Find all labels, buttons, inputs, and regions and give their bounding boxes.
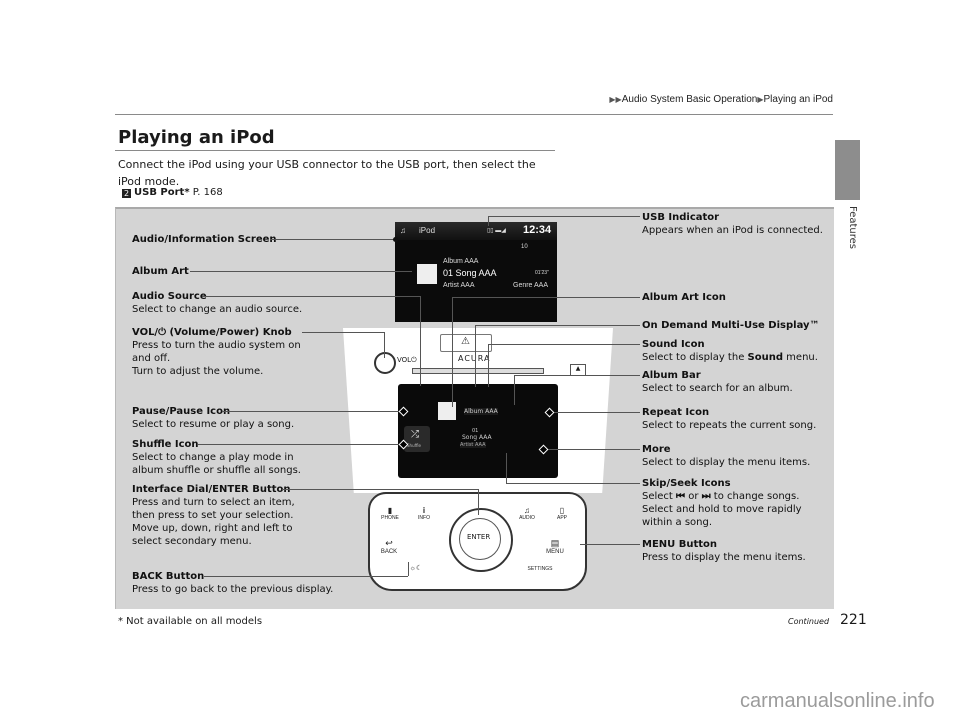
- skip-forward-icon: ⏭: [701, 491, 711, 502]
- back-button[interactable]: ↩BACK: [374, 538, 404, 555]
- settings-button[interactable]: SETTINGS: [527, 566, 553, 572]
- header-divider: [115, 114, 833, 115]
- volume-power-knob[interactable]: [374, 352, 396, 374]
- app-icon: ▯: [559, 506, 565, 515]
- music-icon: ♫: [524, 506, 530, 515]
- menu-icon: ▤: [550, 538, 560, 548]
- chapter-tab: [835, 140, 860, 200]
- label-album-art-icon: Album Art Icon: [642, 292, 726, 303]
- music-note-icon: ♫: [400, 226, 406, 235]
- disc-slot: [412, 368, 544, 374]
- intro-text: Connect the iPod using your USB connecto…: [118, 158, 536, 188]
- page-number: 221: [840, 612, 867, 628]
- breadcrumb-separator-icon: ▶: [757, 95, 764, 104]
- screen-album: Album AAA: [443, 258, 479, 265]
- odmd-song: Song AAA: [462, 434, 492, 441]
- watermark: carmanualsonline.info: [740, 690, 935, 712]
- screen-genre: Genre AAA: [513, 282, 549, 289]
- page-title: Playing an iPod: [118, 127, 275, 148]
- enter-button[interactable]: ENTER: [459, 518, 501, 560]
- screen-status-bar: [395, 222, 557, 240]
- album-art: [417, 264, 437, 284]
- reference-arrow-icon: 2: [122, 189, 131, 198]
- audio-information-screen: ♫ iPod ▯▯ ▬◢ 12:34 10 Album AAA 01 Song …: [395, 222, 557, 322]
- brand-logo: ACURA: [458, 354, 490, 363]
- on-demand-multi-use-display: Album AAA ⤮ Shuffle 01 Song AAA Artist A…: [398, 384, 558, 478]
- xref-label: USB Port: [134, 187, 185, 198]
- footnote: * Not available on all models: [118, 616, 263, 627]
- odmd-artist: Artist AAA: [460, 442, 486, 448]
- hazard-button[interactable]: ⚠: [440, 334, 492, 352]
- audio-button[interactable]: ♫AUDIO: [515, 506, 539, 521]
- breadcrumb-arrow-icon: ▶▶: [609, 95, 622, 104]
- phone-icon: ▮: [387, 506, 393, 515]
- album-art-icon[interactable]: [438, 402, 456, 420]
- info-icon: i: [422, 506, 426, 515]
- brightness-button[interactable]: ☼☾: [406, 564, 426, 572]
- screen-artist: Artist AAA: [443, 282, 475, 289]
- screen-volume: 10: [521, 244, 528, 250]
- xref-asterisk: *: [184, 187, 190, 198]
- phone-button[interactable]: ▮PHONE: [378, 506, 402, 521]
- breadcrumb-item: Audio System Basic Operation: [621, 94, 758, 105]
- skip-back-icon: ⏮: [676, 491, 686, 502]
- brightness-icon: ☼☾: [409, 565, 423, 572]
- odmd-track: 01: [472, 428, 479, 434]
- label-odmd: On Demand Multi-Use Display™: [642, 320, 820, 331]
- screen-time: 01'23": [535, 270, 549, 276]
- continued-label: Continued: [788, 617, 830, 626]
- breadcrumb: ▶▶Audio System Basic Operation▶Playing a…: [500, 94, 833, 105]
- hazard-icon: ⚠: [461, 336, 470, 347]
- app-button[interactable]: ▯APP: [550, 506, 574, 521]
- label-album-art: Album Art: [132, 266, 189, 277]
- title-divider: [115, 150, 555, 151]
- vol-label: VOL⏻: [397, 356, 417, 364]
- menu-button[interactable]: ▤MENU: [540, 538, 570, 555]
- shuffle-button[interactable]: ⤮ Shuffle: [404, 426, 430, 452]
- enter-label: ENTER: [467, 533, 491, 541]
- shuffle-icon: ⤮: [411, 429, 419, 440]
- breadcrumb-item: Playing an iPod: [763, 94, 834, 105]
- label-audio-info-screen: Audio/Information Screen: [132, 234, 277, 245]
- xref-page: P. 168: [192, 187, 223, 198]
- usb-indicator-icon: ▯▯ ▬◢: [487, 228, 506, 234]
- screen-clock: 12:34: [523, 224, 552, 236]
- screen-song: 01 Song AAA: [443, 268, 497, 278]
- chapter-label: Features: [847, 206, 858, 249]
- shuffle-label: Shuffle: [407, 443, 421, 448]
- screen-source: iPod: [419, 226, 436, 235]
- album-bar[interactable]: Album AAA: [464, 408, 498, 415]
- back-arrow-icon: ↩: [385, 538, 393, 548]
